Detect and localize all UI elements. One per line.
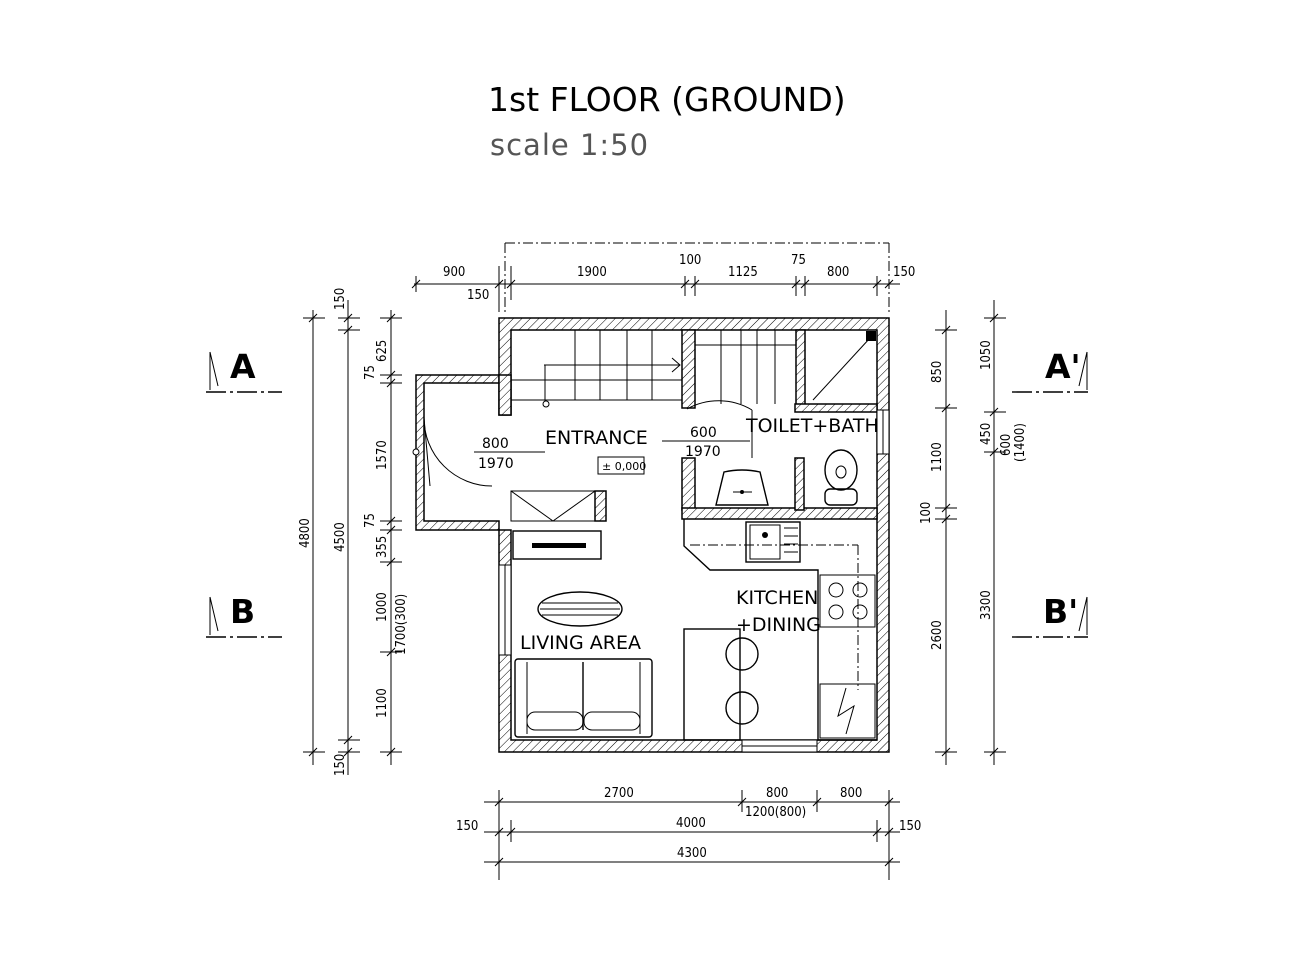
dim-left-inner-6: 1700(300) (394, 594, 409, 655)
section-a-label: A (230, 347, 256, 386)
entry-door-height: 1970 (478, 456, 514, 472)
kitchen-sink (745, 521, 801, 563)
dim-right-outer-4: 3300 (979, 590, 994, 620)
dim-right-inner-0: 850 (930, 361, 945, 383)
bath-partition-wall (794, 403, 878, 413)
dim-top-7: 150 (893, 265, 915, 280)
dim-left-inner-7: 1100 (375, 688, 390, 718)
dim-top-0: 900 (443, 265, 465, 280)
dining-chair (725, 691, 759, 725)
section-b-prime-label: B' (1043, 592, 1078, 631)
dim-left-inner-0: 625 (375, 340, 390, 362)
dim-bottom3-0: 4300 (677, 846, 707, 861)
dim-left-inner-3: 75 (363, 513, 378, 528)
room-label-toilet-bath: TOILET+BATH (745, 415, 879, 437)
dim-bottom-sub: 1200(800) (745, 805, 806, 820)
dim-left-mid-0: 150 (333, 288, 348, 310)
doors (412, 400, 753, 487)
room-label-entrance: ENTRANCE (545, 427, 648, 449)
section-b-label: B (230, 592, 255, 631)
bath-door-height: 1970 (685, 444, 721, 460)
dim-left-inner-4: 355 (375, 536, 390, 558)
dim-right-outer-3: (1400) (1013, 423, 1028, 462)
toilet (824, 449, 858, 491)
dim-top-4: 1125 (728, 265, 758, 280)
dining-chair (725, 637, 759, 671)
dim-right-outer-1: 450 (979, 423, 994, 445)
dimension-lines (303, 242, 1006, 880)
dim-top-6: 800 (827, 265, 849, 280)
floor-level-mark: ± 0,000 (602, 460, 646, 473)
drawing-title: 1st FLOOR (GROUND) (488, 80, 846, 119)
dim-right-inner-3: 2600 (930, 620, 945, 650)
dim-bottom2-1: 4000 (676, 816, 706, 831)
section-markers: A A' B B' (206, 347, 1088, 638)
bath-door-width: 600 (690, 425, 717, 441)
dim-top-1: 150 (467, 288, 489, 303)
dining-table (683, 628, 741, 741)
section-a-prime-label: A' (1045, 347, 1081, 386)
rug (537, 591, 623, 627)
dim-left-inner-1: 75 (363, 365, 378, 380)
windows (498, 409, 890, 753)
dim-right-inner-2: 100 (919, 502, 934, 524)
fixtures (510, 449, 877, 741)
dim-bottom2-0: 150 (456, 819, 478, 834)
dim-left-inner-5: 1000 (375, 592, 390, 622)
bath-sink (715, 469, 769, 506)
dim-bottom2-2: 150 (899, 819, 921, 834)
stair-partition-wall (681, 329, 696, 409)
bath-kitchen-wall (681, 507, 878, 520)
walls (415, 317, 890, 753)
kitchen-counter (683, 519, 877, 741)
dim-bottom-1: 800 (766, 786, 788, 801)
dim-right-outer-2: 600 (999, 434, 1014, 456)
room-label-kitchen: KITCHEN (736, 587, 818, 609)
dim-top-3: 100 (679, 253, 701, 268)
dimension-values: 900 150 1900 100 1125 75 800 150 2700 80… (298, 253, 1028, 861)
dim-top-2: 1900 (577, 265, 607, 280)
dim-bottom-2: 800 (840, 786, 862, 801)
dim-left-mid-1: 4500 (333, 522, 348, 552)
entry-door-width: 800 (482, 436, 509, 452)
dim-left-outer-0: 4800 (298, 518, 313, 548)
dim-bottom-0: 2700 (604, 786, 634, 801)
dim-right-outer-0: 1050 (979, 340, 994, 370)
dim-right-inner-1: 1100 (930, 442, 945, 472)
dim-left-outer-1: 150 (333, 754, 348, 776)
dim-top-5: 75 (791, 253, 806, 268)
dim-left-inner-2: 1570 (375, 440, 390, 470)
room-label-living: LIVING AREA (520, 632, 641, 654)
room-label-dining: +DINING (736, 614, 821, 636)
staircase (511, 329, 878, 408)
console-table (512, 530, 602, 560)
sofa (514, 658, 653, 738)
drawing-scale: scale 1:50 (490, 128, 649, 162)
